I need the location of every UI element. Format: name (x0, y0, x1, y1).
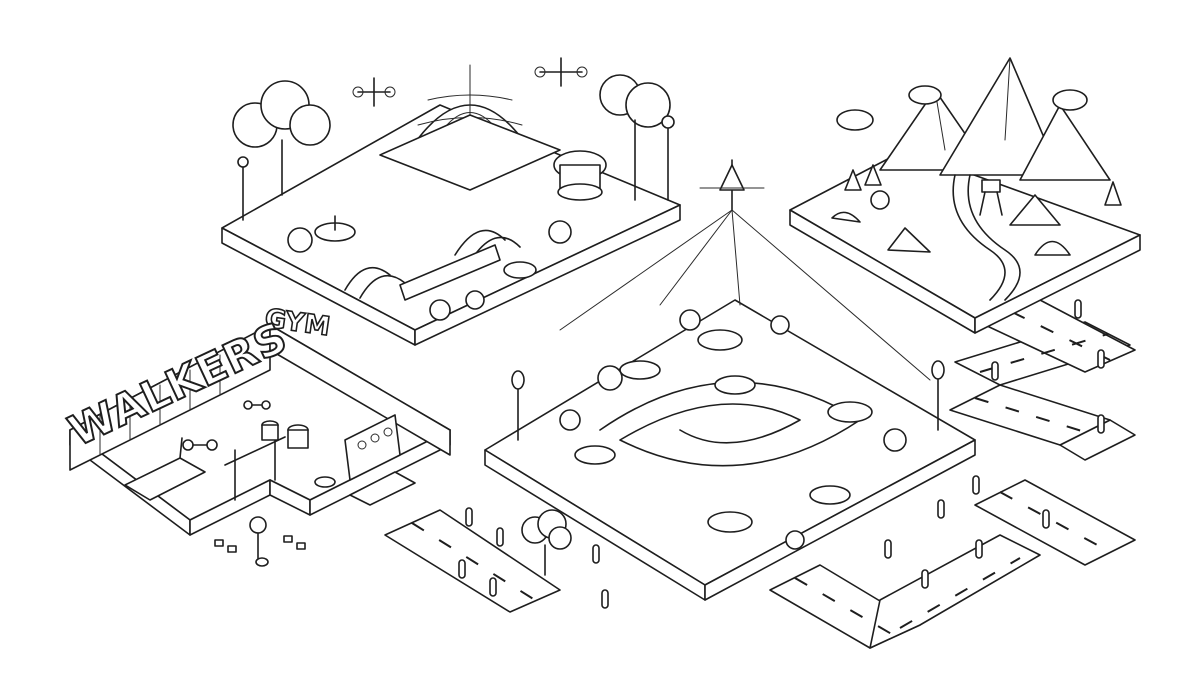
person-icon (249, 516, 269, 567)
mountain-icon (879, 57, 1111, 181)
antenna-icon (559, 159, 931, 381)
dome-icon (379, 64, 561, 191)
locker-icon (99, 354, 221, 456)
equipment-barrels (261, 420, 336, 488)
lamp-post-icon (237, 115, 675, 221)
equipment-shelf (344, 414, 401, 481)
plaza-fountains (574, 329, 873, 533)
plaza-trees (559, 309, 907, 550)
watchtower-icon (979, 179, 1003, 216)
roadside-tree-icon (521, 509, 572, 576)
plaza-island[interactable] (484, 159, 976, 601)
pine-tree-icon (844, 164, 1122, 210)
torch-icon (511, 360, 945, 441)
cloud-icon (836, 85, 1088, 131)
park-island[interactable] (221, 57, 681, 346)
road-gym-plaza[interactable] (384, 509, 561, 613)
gym-building[interactable]: GYM (69, 303, 451, 567)
bench-icon (349, 471, 416, 506)
treadmill-icon (124, 437, 206, 501)
drone-icon (352, 57, 588, 107)
parking-marks (214, 535, 306, 553)
gazebo-icon (553, 150, 607, 201)
tent-icon (831, 194, 1071, 256)
campsite-island[interactable] (789, 57, 1141, 334)
road-plaza-east[interactable] (769, 534, 1041, 649)
fountain-icon (314, 215, 537, 279)
park-trees (232, 74, 671, 321)
greenhouse-arch-icon (344, 229, 521, 301)
bollards (458, 299, 1105, 609)
road-network (384, 299, 1136, 649)
dumbbell-icon (182, 400, 271, 451)
